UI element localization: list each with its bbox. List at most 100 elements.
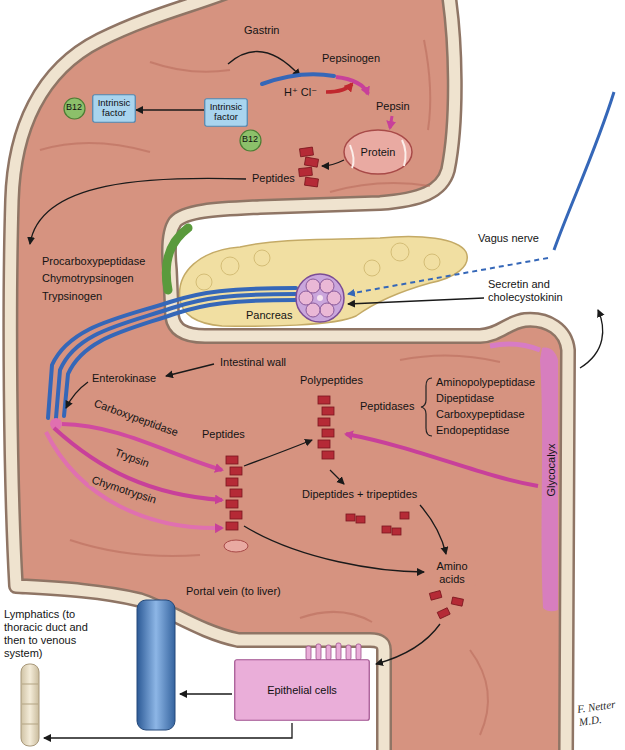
peptide-block [230, 467, 242, 475]
hormone-label: Secretin and cholecystokinin [488, 278, 588, 304]
product-label: Polypeptides [298, 374, 365, 387]
signature: F. Netter M.D. [576, 697, 623, 729]
leader-line [166, 364, 214, 376]
vessel-label: Portal vein (to liver) [184, 585, 283, 598]
polypeptide-chain [318, 396, 334, 459]
glycocalyx-band [540, 348, 558, 612]
lobule [364, 260, 380, 276]
fold [330, 183, 430, 192]
pepsinogen-line [262, 74, 334, 84]
peptide-block [305, 177, 319, 187]
product-label: Dipeptides + tripeptides [300, 488, 419, 501]
fold [40, 143, 150, 152]
villus [346, 645, 351, 660]
absorption-arrow [44, 723, 292, 738]
vagus-nerve [554, 92, 614, 250]
fold [424, 40, 430, 130]
connector-arrow [136, 109, 204, 110]
villus [306, 646, 311, 660]
valve [22, 724, 38, 725]
peptide-block [318, 440, 330, 448]
lobule [221, 257, 239, 275]
nerve-label: Vagus nerve [478, 232, 539, 245]
vitamin-circle-shape [240, 130, 261, 151]
acinus [296, 274, 344, 322]
amino-acid [451, 597, 463, 606]
enzyme-label: Dipeptidase [434, 392, 496, 405]
product-label: Peptides [200, 428, 247, 441]
portal-vein [137, 600, 175, 730]
peptide-block [322, 429, 334, 437]
hormone-arrow [348, 298, 484, 304]
peptide-block [322, 407, 334, 415]
peptide-chain [226, 456, 242, 530]
fold [70, 540, 200, 556]
fold [470, 650, 488, 735]
valve [22, 684, 38, 685]
lobule [391, 243, 409, 261]
gut-wall [10, 0, 568, 750]
peptide-block [230, 511, 242, 519]
fold [300, 612, 372, 622]
box-shape [205, 98, 248, 126]
villus [336, 643, 341, 660]
enzyme-label: Aminopolypeptidase [434, 376, 537, 389]
acid-label: H⁺ Cl⁻ [282, 86, 319, 99]
valve [22, 704, 38, 705]
villi [306, 643, 361, 660]
amino-acid [437, 608, 450, 619]
mucosal-folds [40, 40, 500, 735]
peptide-block [392, 528, 401, 535]
bracket [421, 378, 432, 436]
villus [356, 644, 361, 660]
enzyme-label: Chymotrypsin [88, 473, 160, 507]
peptide-block [299, 167, 313, 176]
lobule [196, 274, 212, 290]
acinus-cluster [296, 274, 344, 322]
acinar-cell [320, 303, 334, 317]
breakdown-arrow [244, 440, 312, 466]
enzyme-label: Pepsinogen [320, 52, 382, 65]
peptide-block [304, 157, 318, 167]
enterokinase-arrow [66, 382, 88, 408]
vessel-label: Lymphatics (to thoracic duct and then to… [4, 608, 104, 660]
node-text: Intrinsic factor [210, 102, 243, 123]
amino-acid [429, 591, 441, 601]
peptide-block [226, 522, 238, 530]
hormone-label: Gastrin [242, 24, 281, 37]
bile-duct [166, 228, 188, 290]
organ-label: Pancreas [246, 309, 292, 322]
vitamin-circle: B12 [239, 129, 262, 152]
product-label: Amino acids [428, 560, 476, 586]
box-shape [93, 94, 136, 122]
protein-food [344, 130, 412, 174]
node-text: Intrinsic factor [98, 98, 131, 119]
villus [326, 645, 331, 660]
pancreatic-ducts [48, 288, 296, 418]
acinus-lumen [317, 295, 323, 301]
transit-arrow [30, 178, 246, 244]
fold [150, 62, 230, 72]
peptide-block [318, 418, 330, 426]
enzyme-label: Enterokinase [90, 372, 158, 385]
breakdown-arrow [330, 470, 344, 484]
breakdown-arrow [244, 526, 424, 572]
enzyme-label: Carboxypeptidase [90, 396, 182, 440]
pepsin-arrow [390, 116, 392, 128]
product-label: Peptides [250, 172, 297, 185]
structure-label: Intestinal wall [218, 356, 288, 369]
enzyme-label: Trypsin [111, 445, 153, 471]
breakdown-arrow [420, 505, 446, 554]
zymogen-label: Procarboxypeptidase [40, 255, 147, 268]
enzyme-arrow [62, 424, 222, 470]
lymph-valves [22, 684, 38, 724]
fold [400, 355, 500, 362]
box-shape [235, 660, 370, 721]
enzyme-arrow [46, 432, 222, 528]
node-text: Epithelial cells [267, 684, 337, 696]
peptide-block [226, 456, 238, 464]
gut-lumen [10, 0, 568, 750]
peptide-block [318, 396, 330, 404]
dipeptide-pairs [346, 512, 409, 535]
